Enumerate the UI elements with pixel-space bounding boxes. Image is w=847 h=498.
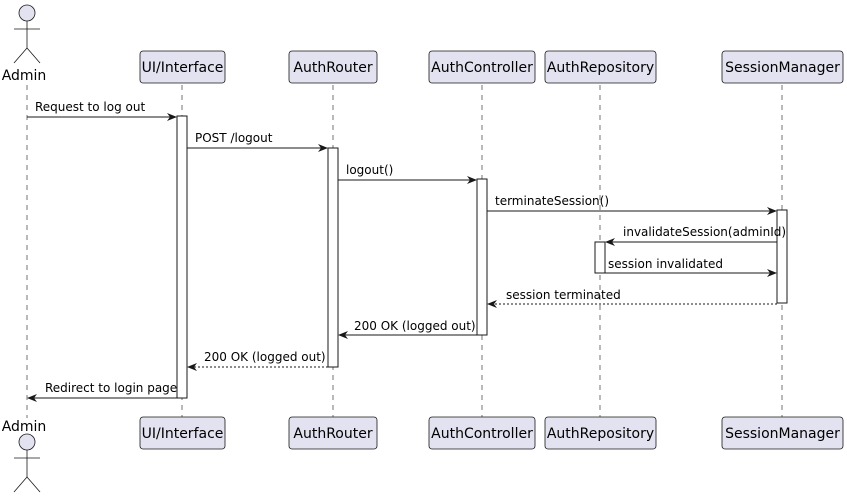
- actor-leg-right: [26, 47, 41, 64]
- participant-box: [139, 50, 226, 84]
- actor-label: Admin: [2, 419, 47, 435]
- message-5: invalidateSession(adminId): [605, 225, 786, 246]
- participant-ui-top: UI/Interface: [139, 50, 226, 84]
- participant-box: [288, 50, 378, 84]
- participant-box: [288, 416, 378, 450]
- message-6: session invalidated: [605, 257, 777, 277]
- messages: Request to log out POST /logout logout()…: [27, 100, 786, 402]
- activation-ui: [176, 115, 188, 399]
- activation-session: [776, 209, 788, 304]
- message-label: 200 OK (logged out): [354, 319, 476, 333]
- participant-box: [721, 416, 844, 450]
- participant-box: [544, 416, 657, 450]
- actor-leg-left: [13, 47, 28, 64]
- participant-label: AuthRepository: [547, 60, 654, 76]
- participant-label: AuthRouter: [293, 426, 372, 442]
- message-10: Redirect to login page: [27, 381, 177, 402]
- participant-box: [139, 416, 226, 450]
- message-3: logout(): [338, 163, 477, 184]
- actor-head: [18, 4, 36, 22]
- actor-admin-bottom: Admin: [2, 419, 47, 493]
- participant-label: AuthRouter: [293, 60, 372, 76]
- message-label: session invalidated: [608, 257, 723, 271]
- message-4: terminateSession(): [487, 194, 777, 215]
- participant-box: [721, 50, 844, 84]
- participant-router-top: AuthRouter: [288, 50, 378, 84]
- message-label: logout(): [346, 163, 393, 177]
- participant-router-bottom: AuthRouter: [288, 416, 378, 450]
- message-1: Request to log out: [27, 100, 177, 121]
- message-label: Request to log out: [35, 100, 145, 114]
- actor-leg-right: [26, 476, 41, 493]
- participant-label: AuthRepository: [547, 426, 654, 442]
- message-label: POST /logout: [195, 131, 273, 145]
- activation-controller: [476, 178, 488, 336]
- participant-label: SessionManager: [725, 426, 840, 442]
- message-7: session terminated: [487, 288, 777, 308]
- message-8: 200 OK (logged out): [338, 319, 477, 339]
- participant-box: [428, 416, 536, 450]
- message-label: terminateSession(): [495, 194, 609, 208]
- participant-controller-bottom: AuthController: [428, 416, 536, 450]
- participant-repo-top: AuthRepository: [544, 50, 657, 84]
- lifelines: [26, 85, 783, 418]
- participant-label: SessionManager: [725, 60, 840, 76]
- message-label: Redirect to login page: [45, 381, 177, 395]
- activation-repo: [594, 241, 606, 274]
- participant-label: UI/Interface: [142, 60, 224, 76]
- message-label: 200 OK (logged out): [204, 350, 326, 364]
- participant-box: [428, 50, 536, 84]
- actor-admin-top: Admin: [2, 4, 47, 84]
- participant-session-bottom: SessionManager: [721, 416, 844, 450]
- actor-leg-left: [13, 476, 28, 493]
- actor-label: Admin: [2, 68, 47, 84]
- participant-session-top: SessionManager: [721, 50, 844, 84]
- activations: [176, 115, 788, 399]
- participants-bottom: Admin UI/Interface AuthRouter AuthContro…: [2, 416, 844, 493]
- participant-box: [544, 50, 657, 84]
- actor-head: [18, 433, 36, 451]
- message-label: session terminated: [506, 288, 621, 302]
- participants-top: Admin UI/Interface AuthRouter AuthContro…: [2, 4, 844, 84]
- activation-router: [327, 147, 339, 368]
- message-9: 200 OK (logged out): [187, 350, 328, 371]
- participant-ui-bottom: UI/Interface: [139, 416, 226, 450]
- participant-label: AuthController: [431, 426, 533, 442]
- message-2: POST /logout: [187, 131, 328, 152]
- participant-label: AuthController: [431, 60, 533, 76]
- participant-controller-top: AuthController: [428, 50, 536, 84]
- participant-label: UI/Interface: [142, 426, 224, 442]
- message-label: invalidateSession(adminId): [623, 225, 786, 239]
- participant-repo-bottom: AuthRepository: [544, 416, 657, 450]
